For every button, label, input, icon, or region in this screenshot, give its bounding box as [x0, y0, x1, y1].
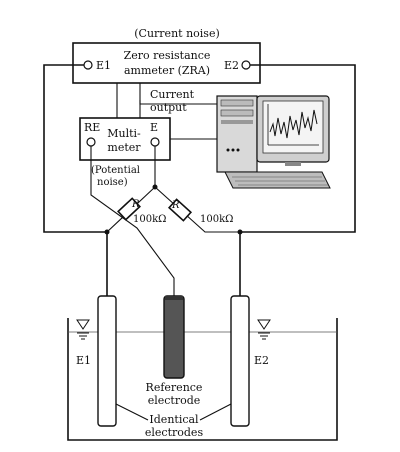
- water-level-icon: [76, 319, 90, 340]
- reference-electrode: [163, 295, 185, 379]
- reference-electrode-label-line1: Reference: [146, 381, 203, 394]
- electrode-e1-label: E1: [76, 354, 91, 367]
- water-level-icon: [257, 319, 271, 340]
- electrode-e2: [230, 295, 250, 427]
- electrode-e2-label: E2: [254, 354, 269, 367]
- left-resistor-value: 100kΩ: [133, 214, 166, 225]
- multimeter-e-label: E: [150, 121, 158, 134]
- multimeter-re-label: RE: [84, 121, 100, 134]
- reference-electrode-label-line2: electrode: [148, 394, 201, 407]
- identical-pointer-left: [115, 403, 149, 421]
- electrode-e1: [97, 295, 117, 427]
- identical-electrodes-label-line1: Identical: [149, 413, 199, 426]
- multimeter-e-terminal: [150, 137, 160, 147]
- current-noise-label: (Current noise): [134, 27, 220, 40]
- identical-pointer-right: [199, 403, 232, 421]
- zra-to-computer-wire: [139, 100, 228, 105]
- zra-title-line2: ammeter (ZRA): [124, 64, 210, 77]
- zra-e1-terminal: [83, 60, 93, 70]
- potential-noise-label-line1: (Potential: [91, 165, 140, 176]
- zra-e2-terminal: [241, 60, 251, 70]
- multimeter-title-line2: meter: [107, 141, 141, 154]
- left-resistor-symbol: R: [131, 199, 140, 210]
- zra-box: [72, 42, 261, 84]
- current-output-label-line2: output: [150, 101, 187, 114]
- identical-electrodes-label-line2: electrodes: [145, 426, 204, 439]
- zra-e2-label: E2: [224, 59, 239, 72]
- right-resistor-symbol: R: [171, 200, 180, 211]
- zra-e1-wire: [43, 64, 107, 233]
- zra-e2-wire: [240, 64, 356, 233]
- right-resistor-value: 100kΩ: [200, 214, 233, 225]
- current-output-label-line1: Current: [150, 88, 195, 101]
- right-resistor: [167, 198, 193, 222]
- computer-with-noise-plot-icon: [216, 95, 331, 189]
- potential-noise-label-line2: noise): [97, 177, 128, 188]
- right-resistor-branch: [154, 186, 240, 233]
- zra-e1-label: E1: [96, 59, 111, 72]
- multimeter-title-line1: Multi-: [107, 127, 141, 140]
- cell-container: [67, 318, 338, 441]
- multimeter-re-terminal: [86, 137, 96, 147]
- re-to-reference-wire: [90, 146, 175, 298]
- zra-title-line1: Zero resistance: [124, 49, 211, 62]
- left-resistor: [117, 197, 141, 221]
